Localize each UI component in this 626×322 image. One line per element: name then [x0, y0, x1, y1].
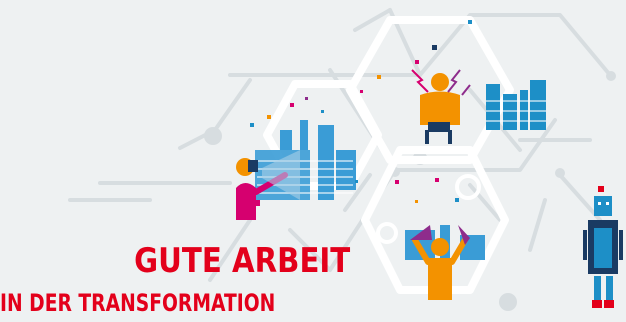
city-skyline-pixel-right: [486, 80, 546, 130]
person-with-megaphones-illustration: [410, 225, 470, 300]
page-subtitle: IN DER TRANSFORMATION: [0, 289, 276, 317]
page-title: GUTE ARBEIT: [133, 241, 350, 281]
ring-decoration-2: [376, 222, 398, 244]
scattered-pixels: [250, 20, 472, 203]
robot-illustration: [583, 186, 623, 308]
person-with-stress-lightning-illustration: [411, 69, 471, 144]
person-with-vr-headset-illustration: [236, 150, 300, 220]
hexagon-network-illustration: [68, 8, 612, 282]
ring-decoration: [455, 174, 481, 200]
